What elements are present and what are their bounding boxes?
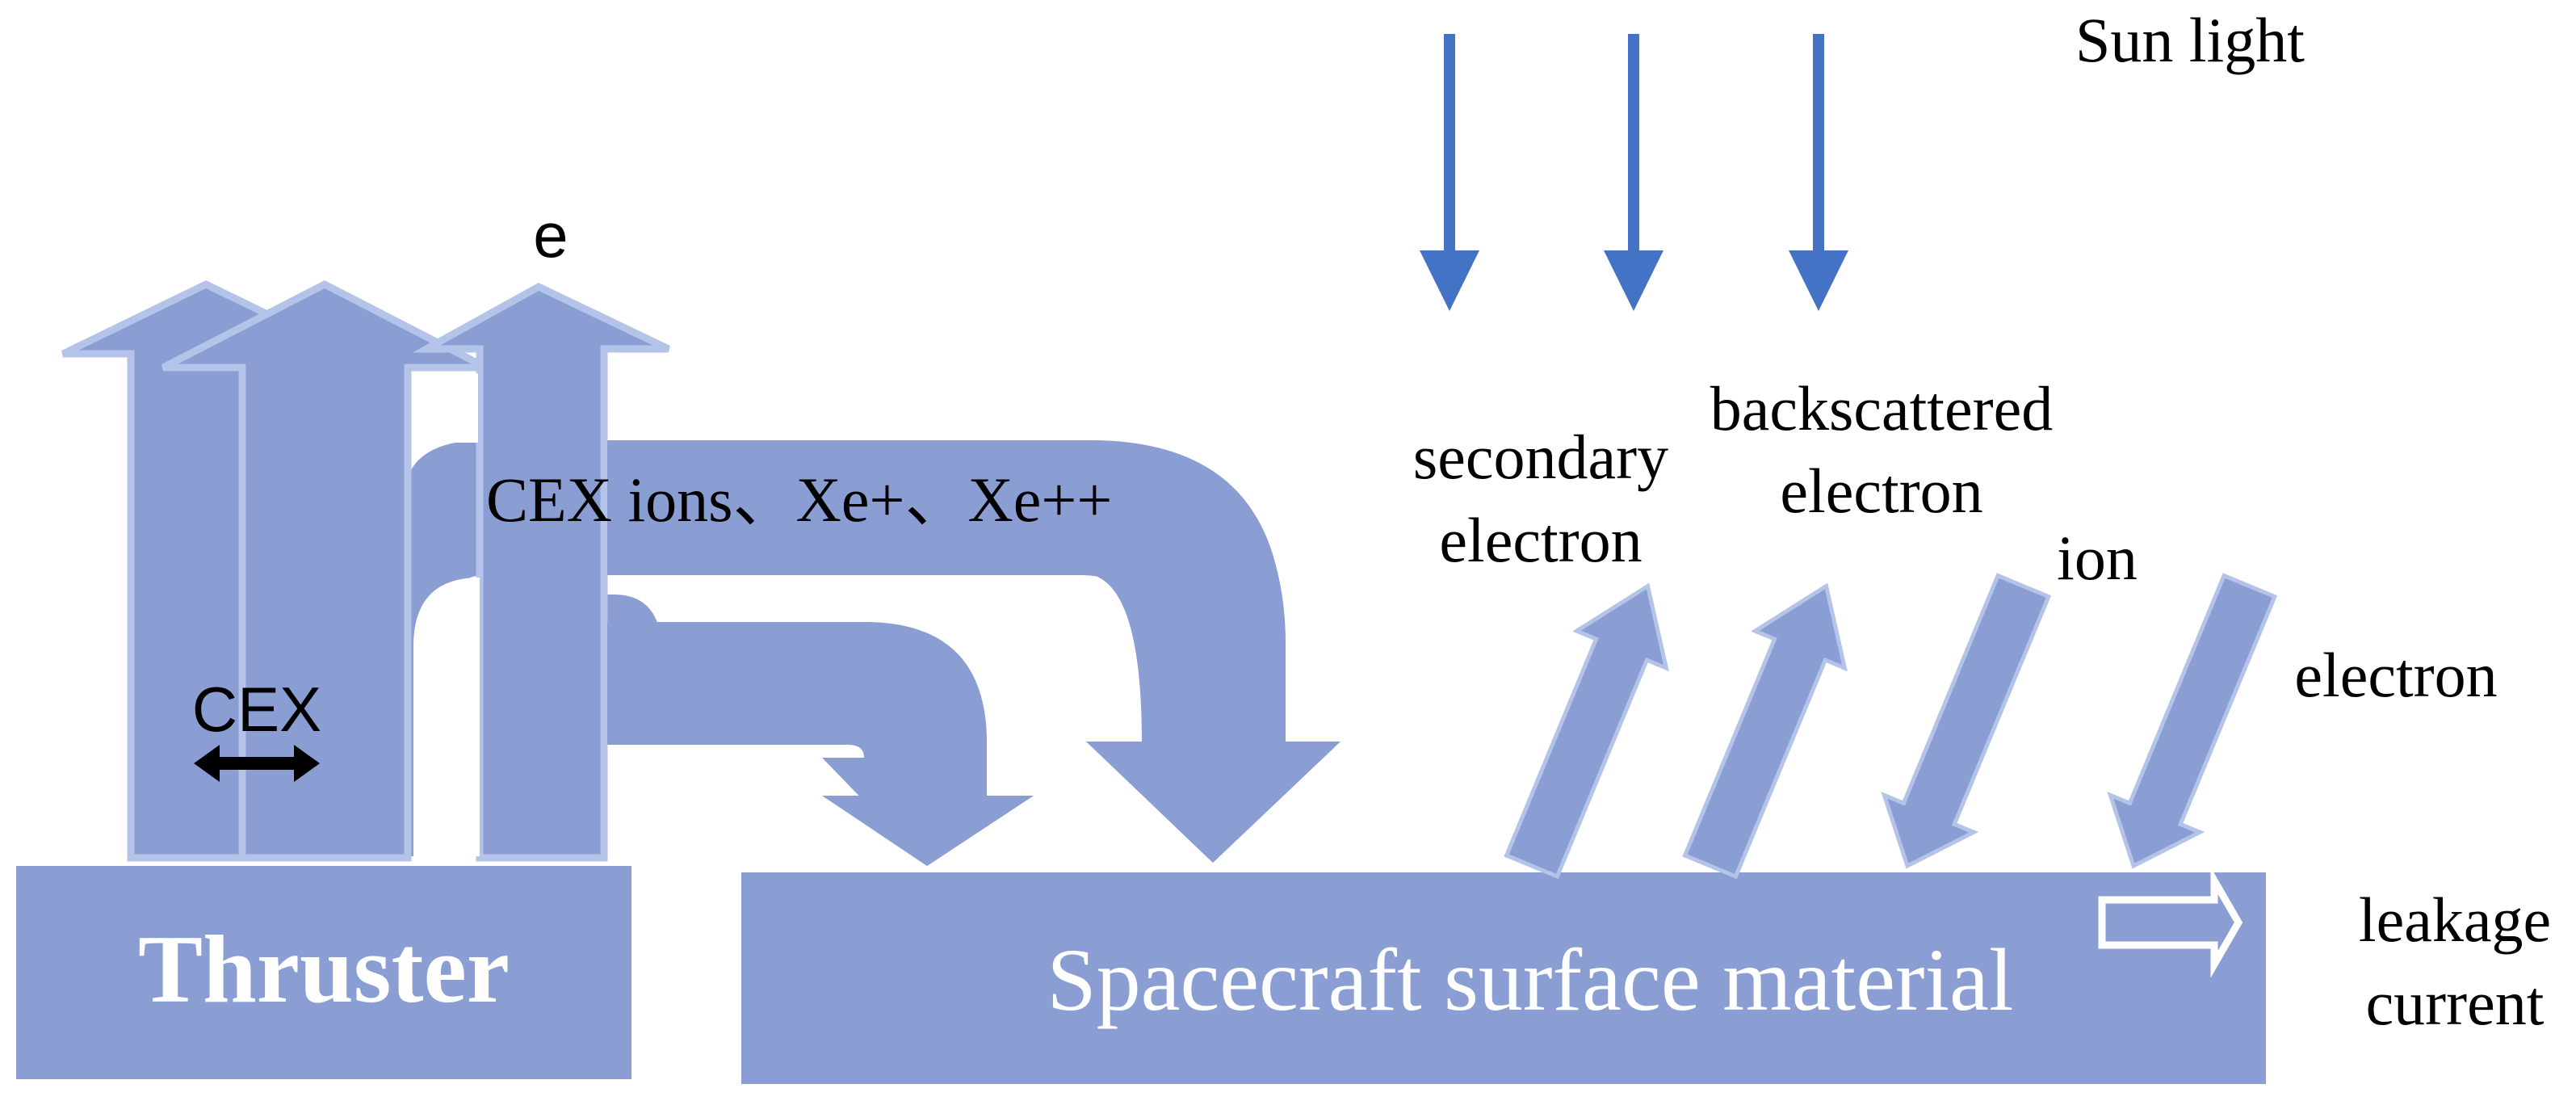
leakage-label-line1: leakage bbox=[2359, 885, 2551, 955]
cex-flow-arrow-outer-front bbox=[607, 440, 1340, 863]
plume-up-arrow-right bbox=[412, 282, 670, 862]
plume-gap-upper bbox=[413, 373, 478, 443]
cex-flow-arrow-inner-front bbox=[607, 622, 1034, 866]
down-arrow-icon bbox=[1604, 34, 1663, 311]
sunlight-label: Sun light bbox=[2075, 5, 2305, 75]
secondary-electron-arrow bbox=[1504, 582, 1669, 880]
surface-label: Spacecraft surface material bbox=[1047, 931, 2013, 1029]
leakage-label-line2: current bbox=[2366, 968, 2545, 1038]
plume-gap-lower bbox=[413, 578, 480, 856]
down-arrow-icon bbox=[1420, 34, 1479, 311]
electron-label: electron bbox=[2294, 640, 2497, 710]
surface-block bbox=[741, 872, 2266, 1084]
thruster-block bbox=[16, 866, 631, 1079]
electron-arrow bbox=[2107, 573, 2278, 869]
cex-ions-label: CEX ions、Xe+、Xe++ bbox=[486, 464, 1112, 535]
plume-up-arrow-middle bbox=[161, 279, 489, 862]
sunlight-arrows bbox=[1420, 34, 1848, 311]
down-arrow-icon bbox=[1789, 34, 1848, 311]
secondary-label-line2: electron bbox=[1439, 505, 1642, 575]
right-hollow-arrow-icon bbox=[2098, 867, 2243, 978]
backscattered-label-line2: electron bbox=[1780, 456, 1982, 526]
backscattered-label-line1: backscattered bbox=[1710, 373, 2053, 443]
secondary-label-line1: secondary bbox=[1413, 422, 1668, 492]
thruster-label: Thruster bbox=[138, 915, 510, 1023]
ion-label: ion bbox=[2057, 523, 2138, 593]
double-arrow-icon bbox=[194, 745, 320, 782]
backscattered-electron-arrow bbox=[1682, 582, 1848, 880]
cex-label: CEX bbox=[192, 674, 321, 745]
electron-top-label: e bbox=[533, 200, 568, 271]
ion-arrow bbox=[1881, 573, 2052, 869]
